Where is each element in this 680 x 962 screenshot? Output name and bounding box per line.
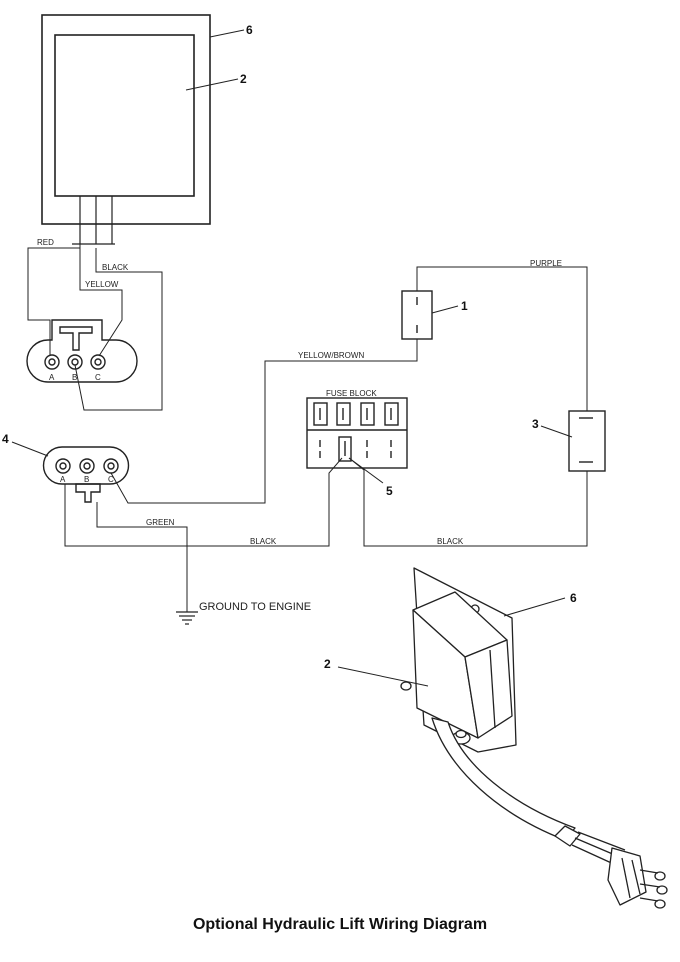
module-wires	[27, 244, 163, 411]
pin-label-b-top: B	[72, 373, 77, 382]
wire-label-green: GREEN	[146, 518, 175, 527]
callout-leaders-top	[185, 29, 245, 91]
wire-label-yellow-brown: YELLOW/BROWN	[298, 351, 364, 360]
pin-label-c-top: C	[95, 373, 101, 382]
pin-label-b-left: B	[84, 475, 89, 484]
wire-label-red: RED	[37, 238, 54, 247]
wire-label-yellow: YELLOW	[85, 280, 119, 289]
fuse-block	[306, 397, 408, 469]
module-leads	[72, 196, 115, 245]
circuit-wires	[64, 266, 588, 612]
connector-top	[26, 319, 138, 383]
module-bracket-outline	[41, 14, 211, 225]
pin-label-c-left: C	[108, 475, 114, 484]
wire-label-black-left: BLACK	[250, 537, 277, 546]
switch-1	[401, 290, 433, 340]
wire-label-black-top: BLACK	[102, 263, 129, 272]
diagram-caption: Optional Hydraulic Lift Wiring Diagram	[192, 916, 488, 933]
callout-2-top: 2	[240, 72, 247, 86]
module-illustration	[400, 567, 668, 909]
callout-1: 1	[461, 299, 468, 313]
callout-3: 3	[532, 417, 539, 431]
callout-6-bottom: 6	[570, 591, 577, 605]
wire-label-purple: PURPLE	[530, 259, 562, 268]
ground-label: GROUND TO ENGINE	[199, 601, 311, 613]
callout-4: 4	[2, 432, 9, 446]
pin-label-a-top: A	[49, 373, 55, 382]
callout-6-top: 6	[246, 23, 253, 37]
relay-3	[568, 410, 606, 472]
pin-label-a-left: A	[60, 475, 66, 484]
callout-5: 5	[386, 484, 393, 498]
wire-label-black-right: BLACK	[437, 537, 464, 546]
fuse-block-label: FUSE BLOCK	[326, 389, 377, 398]
ground-symbol	[176, 611, 198, 625]
callout-2-bottom: 2	[324, 657, 331, 671]
